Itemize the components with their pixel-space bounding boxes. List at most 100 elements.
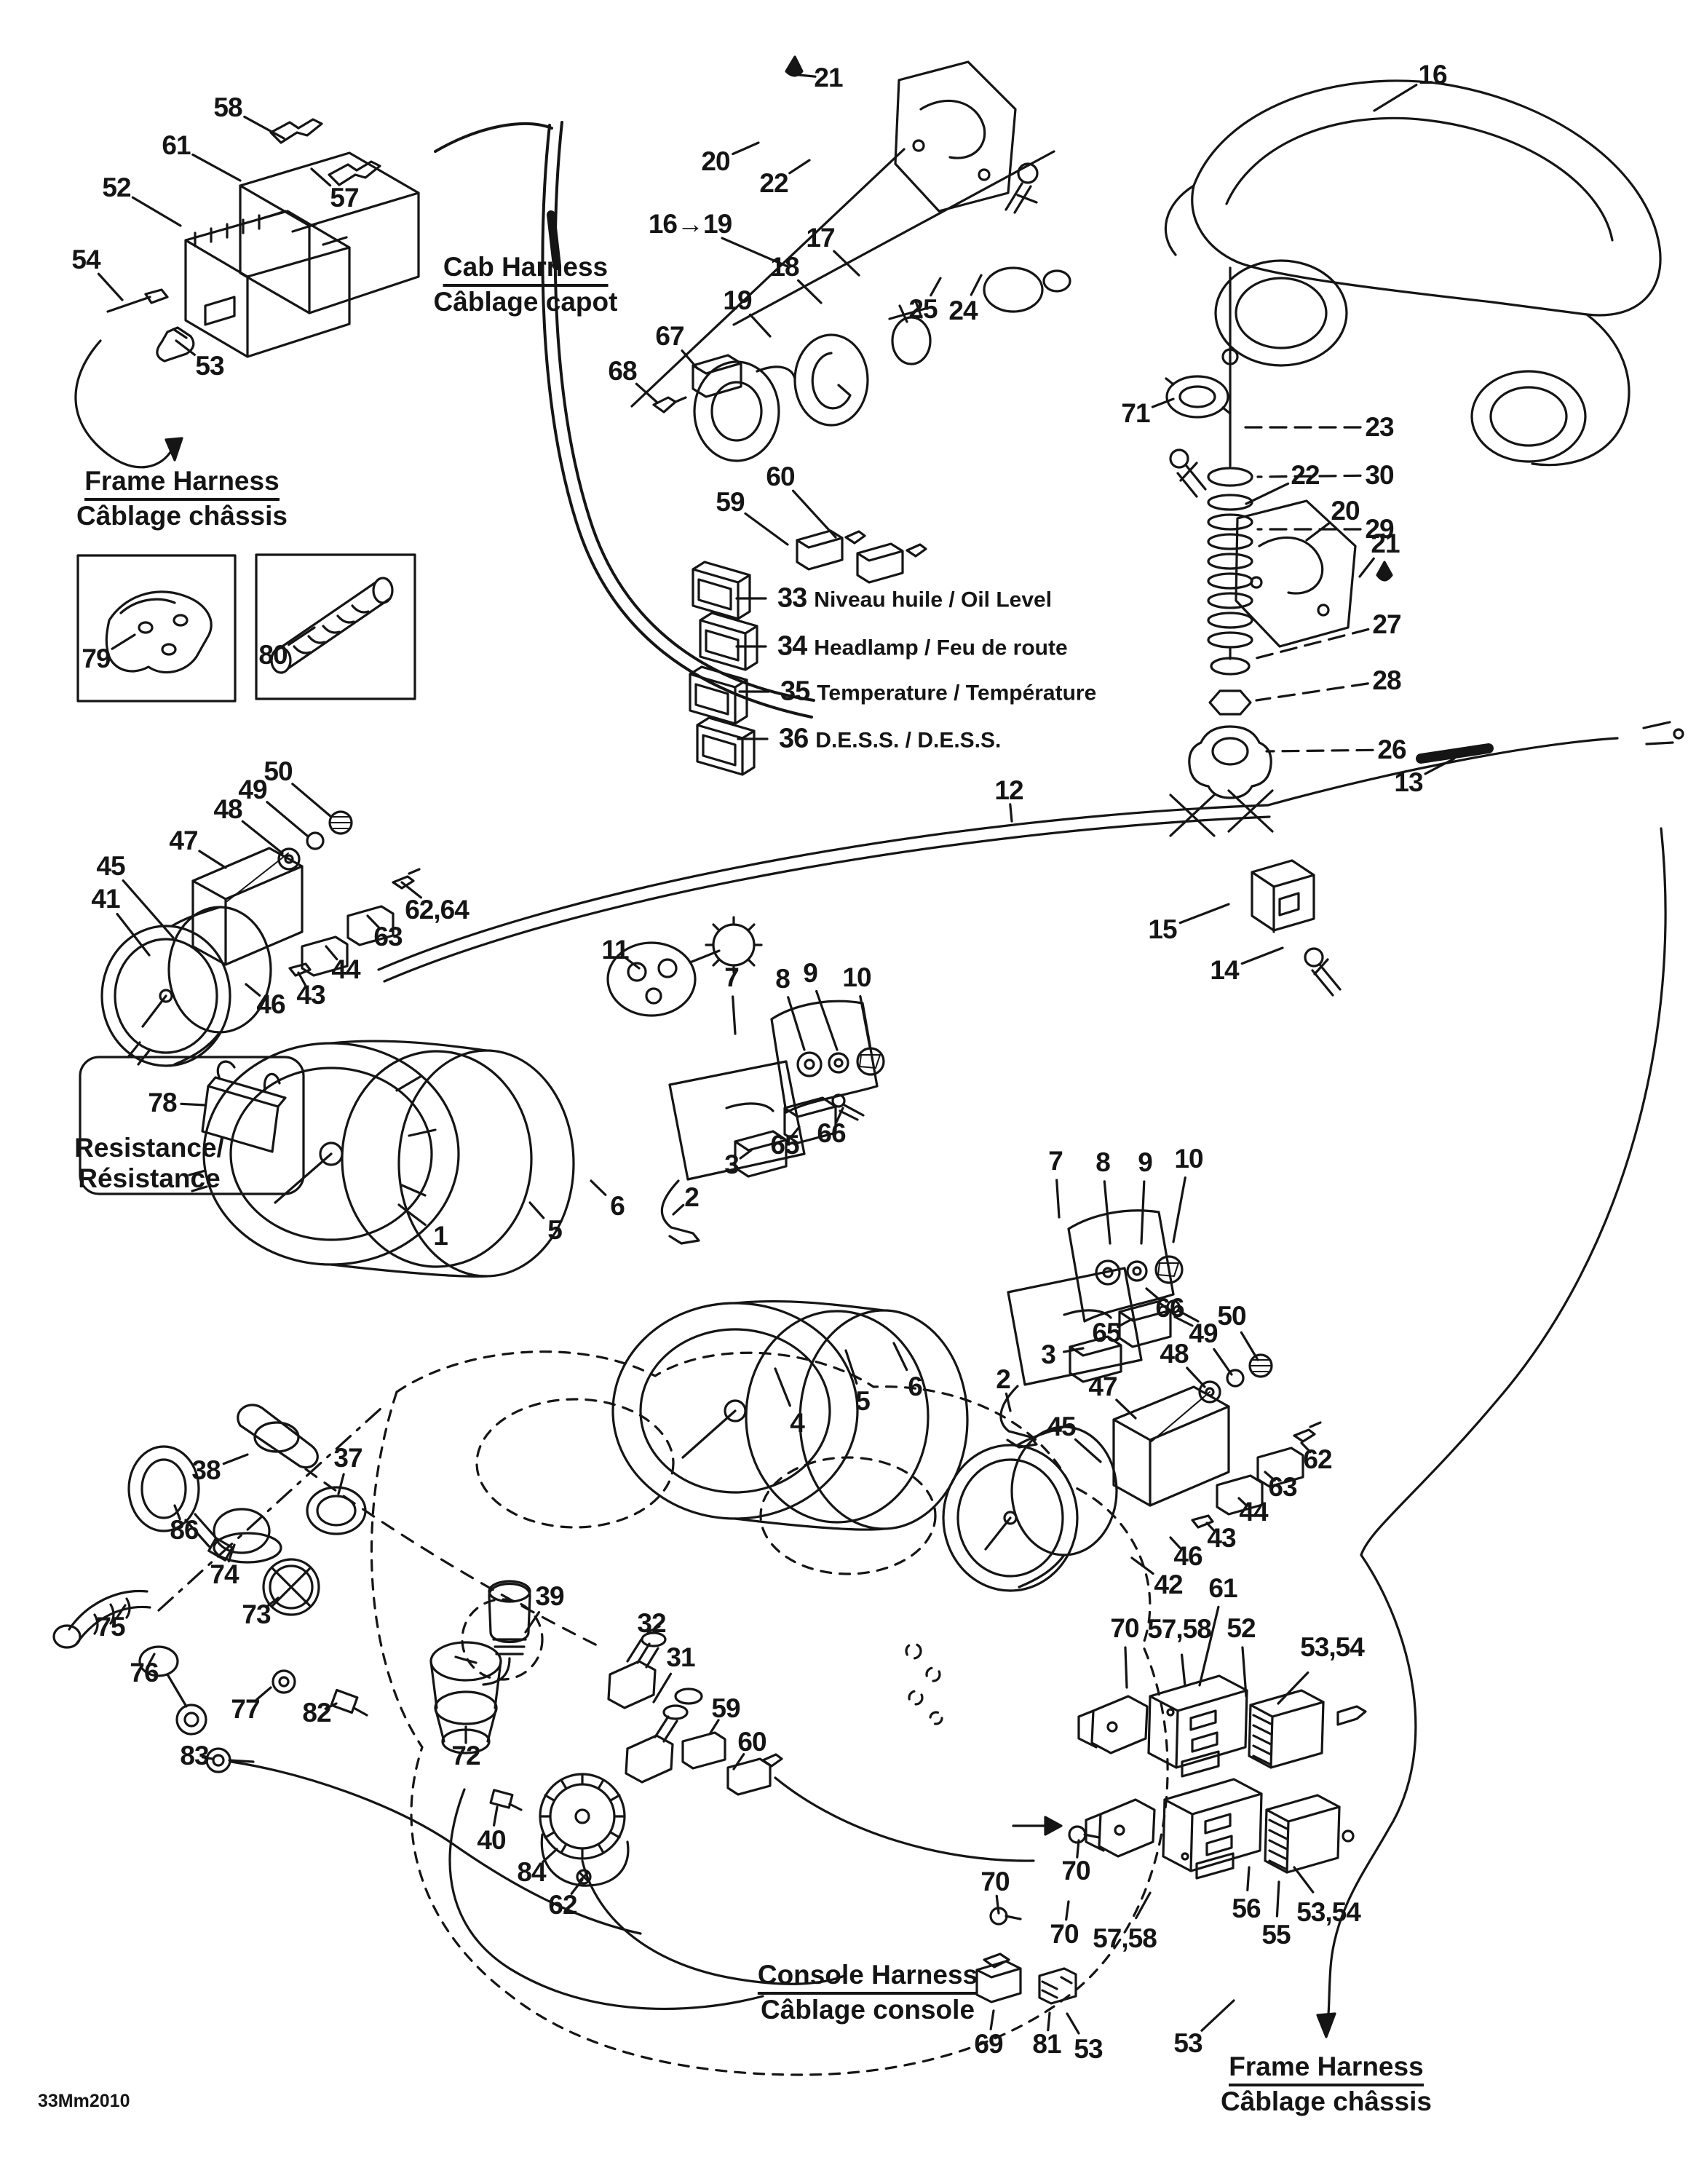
callout-75: 75 <box>96 1612 125 1642</box>
leader-line <box>995 1894 1000 1915</box>
leader-line <box>542 1848 558 1864</box>
callout-61: 61 <box>162 130 191 160</box>
callout-47: 47 <box>169 826 198 855</box>
leader-line <box>310 167 332 187</box>
callout-14: 14 <box>1210 955 1239 985</box>
legend-text: Temperature / Température <box>817 681 1097 705</box>
leader-line <box>970 274 983 296</box>
callout-79: 79 <box>82 644 111 673</box>
inset-box-79 <box>76 554 237 703</box>
callout-73: 73 <box>242 1599 271 1629</box>
resistance-inset <box>79 1056 305 1195</box>
leader-line <box>116 1604 127 1619</box>
grommet-37 <box>306 1486 367 1535</box>
leader-line <box>1186 1366 1206 1388</box>
leader-line <box>739 1149 753 1160</box>
callout-13: 13 <box>1394 767 1423 797</box>
leader-line <box>528 1201 545 1219</box>
tether-cap-38 <box>237 1404 319 1469</box>
callout-65: 65 <box>770 1130 799 1160</box>
leader-line <box>1245 482 1290 505</box>
leader-line <box>1277 1671 1309 1705</box>
dome-74 <box>213 1508 282 1564</box>
leader-line <box>590 1179 607 1196</box>
callout-1: 1 <box>433 1221 448 1251</box>
callout-48: 48 <box>213 794 242 824</box>
callout-7: 7 <box>1048 1146 1063 1176</box>
legend-number: 35 <box>780 676 810 707</box>
leader-line <box>844 1349 858 1385</box>
relay-70-row2 <box>1085 1798 1156 1858</box>
leader-line <box>241 820 284 855</box>
callout-22: 22 <box>1291 460 1320 490</box>
callout-68: 68 <box>608 356 637 386</box>
legend-text: Niveau huile / Oil Level <box>814 587 1053 612</box>
leader-line <box>732 141 760 156</box>
callout-2: 2 <box>996 1364 1011 1394</box>
leader-line <box>325 945 338 961</box>
leader-line <box>288 626 316 646</box>
callout-60: 60 <box>737 1727 766 1757</box>
callout-10: 10 <box>842 962 871 992</box>
callout-10: 10 <box>1174 1144 1203 1174</box>
callout-46: 46 <box>1173 1541 1202 1571</box>
leader-line <box>1047 2011 1051 2032</box>
leader-line <box>337 1473 345 1495</box>
leader-line <box>1358 557 1375 578</box>
grommet-71 <box>1165 375 1232 419</box>
leader-line <box>291 783 333 818</box>
leader-line <box>1198 1605 1220 1687</box>
callout-80: 80 <box>258 640 288 670</box>
leader-line <box>732 995 737 1035</box>
headlamp-housing <box>1164 79 1662 467</box>
document-number: 33Mm2010 <box>38 2091 130 2111</box>
callout-76: 76 <box>130 1658 159 1688</box>
leader-line <box>625 957 641 970</box>
leader-line <box>1424 757 1456 775</box>
hose-75 <box>52 1589 151 1649</box>
leader-line <box>264 1597 280 1609</box>
callout-52: 52 <box>102 173 131 202</box>
callout-77: 77 <box>231 1694 260 1724</box>
lamp-range-lines <box>630 148 1055 408</box>
leader-line <box>681 349 699 370</box>
leader-line <box>1103 1180 1112 1245</box>
leader-line <box>222 1453 249 1465</box>
leader-line <box>180 1102 207 1107</box>
leader-line <box>201 1756 214 1760</box>
leader-line <box>859 994 871 1048</box>
callout-53: 53 <box>1074 2034 1103 2064</box>
callout-27: 27 <box>1372 609 1401 639</box>
callout-38: 38 <box>191 1455 221 1485</box>
leader-line <box>1240 946 1284 965</box>
callout-18: 18 <box>770 252 799 282</box>
leader-line <box>1200 1999 1235 2032</box>
sender-39 <box>482 1580 531 1686</box>
callout-16: 16 <box>1418 60 1447 90</box>
callout-50: 50 <box>1217 1301 1246 1331</box>
leader-line <box>1065 1900 1070 1921</box>
callout-66: 66 <box>817 1118 846 1148</box>
legend-text: Headlamp / Feu de route <box>814 636 1068 660</box>
terminal-82 <box>330 1688 368 1717</box>
leader-line <box>227 1543 236 1563</box>
leader-line <box>245 983 261 997</box>
callout-56: 56 <box>1232 1894 1261 1923</box>
leader-lines <box>97 74 1456 2035</box>
leader-line <box>1240 1331 1259 1361</box>
callout-78: 78 <box>148 1088 177 1117</box>
callout-28: 28 <box>1372 665 1401 695</box>
cap-73 <box>262 1558 320 1616</box>
terminal-40 <box>489 1789 523 1811</box>
callout-54: 54 <box>71 245 100 274</box>
frame-harness-bottom-line1: Frame Harness <box>1229 2052 1424 2086</box>
leader-line <box>1005 1392 1012 1412</box>
leader-line <box>1115 1398 1137 1420</box>
leader-line <box>397 1203 427 1226</box>
leader-line <box>492 1805 499 1827</box>
callout-70: 70 <box>980 1867 1010 1896</box>
callout-11: 11 <box>601 935 629 965</box>
